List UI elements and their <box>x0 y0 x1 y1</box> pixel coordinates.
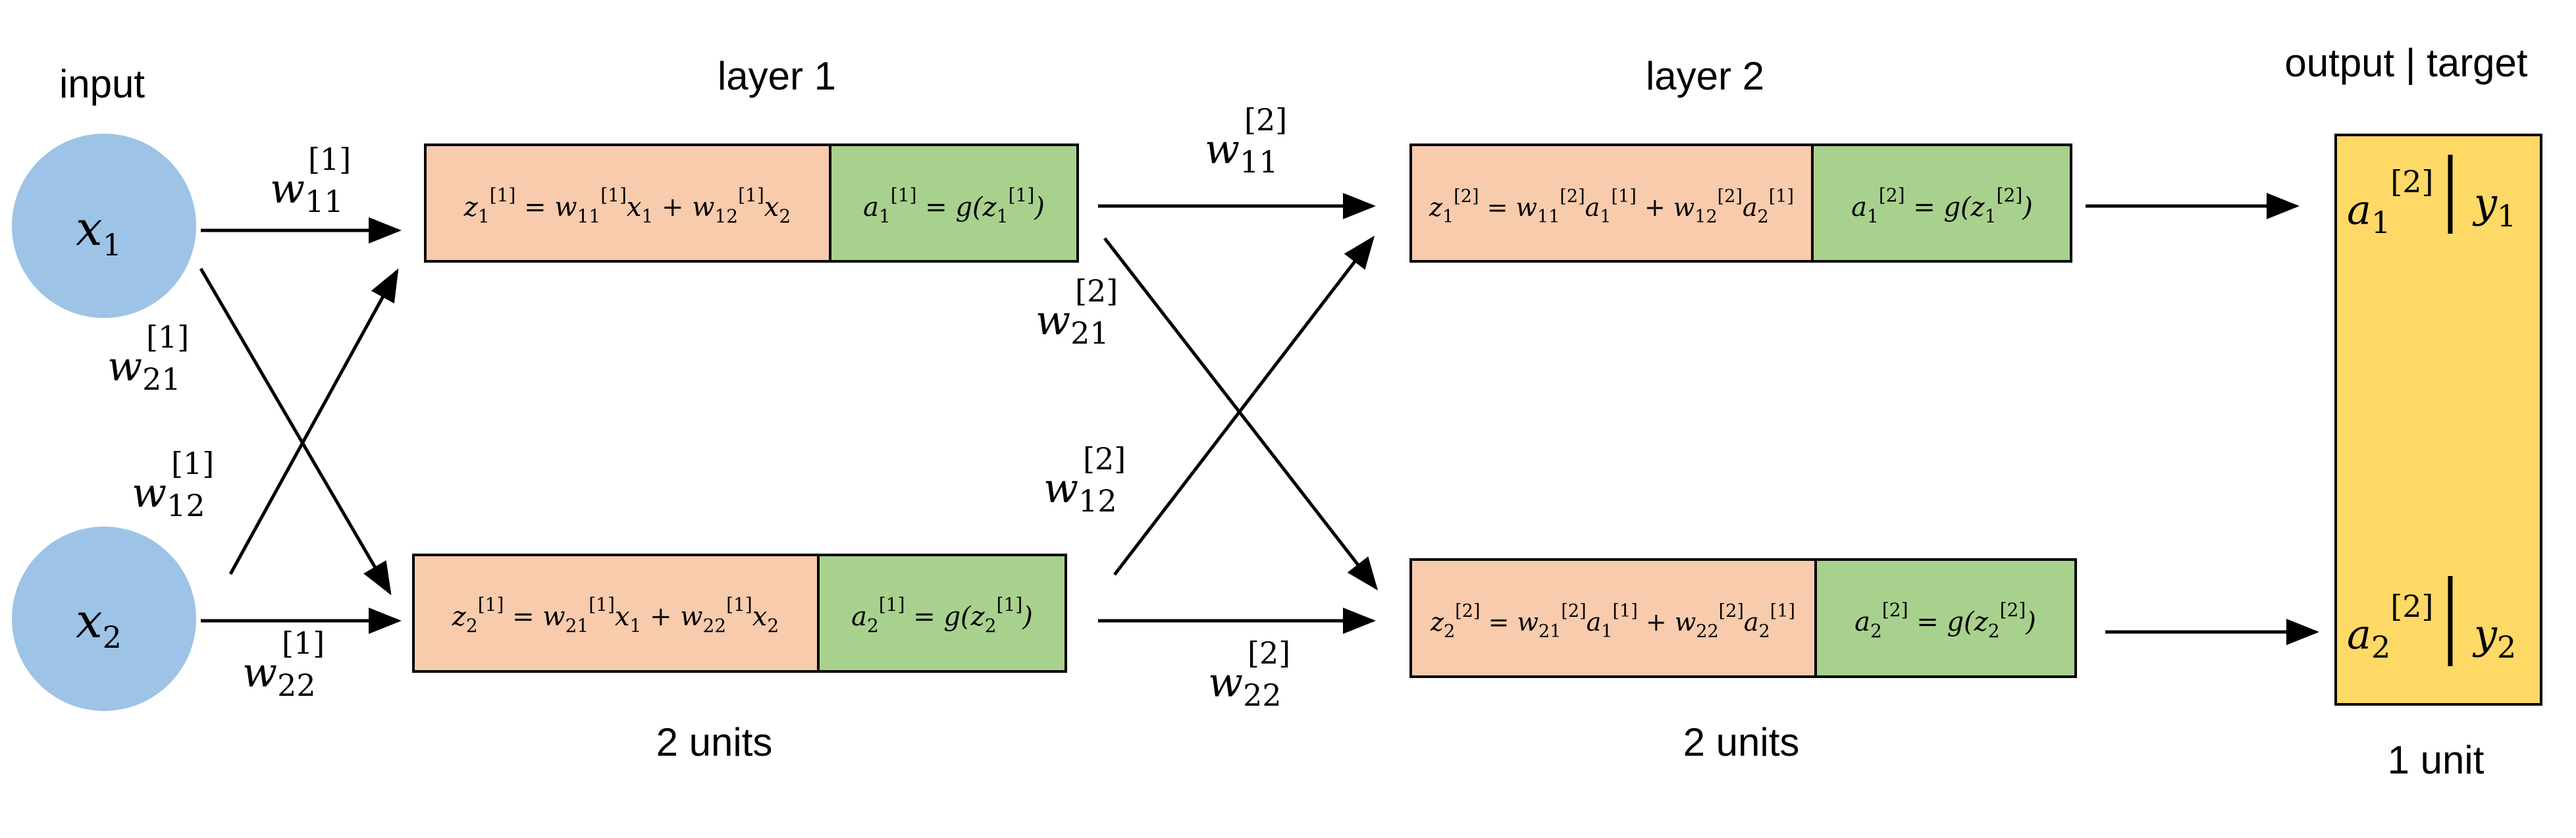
layer2-unit1-z-equation: z1[2] = w11[2]a1[1] + w12[2]a2[1] <box>1429 186 1794 227</box>
layer1-unit-1: z1[1] = w11[1]x1 + w12[1]x2 a1[1] = g(z1… <box>424 144 1079 263</box>
weight-w12-layer2: w12 [2] <box>1043 441 1126 519</box>
weight-w22-layer1: w22 [1] <box>242 625 325 703</box>
layer1-units-label: 2 units <box>656 720 773 764</box>
svg-text:[1]: [1] <box>171 446 214 481</box>
layer2-label: layer 2 <box>1646 54 1764 98</box>
layer2-unit-1: z1[2] = w11[2]a1[1] + w12[2]a2[1] a1[2] … <box>1409 144 2072 263</box>
input-label: input <box>59 62 145 106</box>
layer1-label: layer 1 <box>718 54 836 98</box>
edge-x2-h11 <box>228 268 399 575</box>
layer2-unit-2: z2[2] = w21[2]a1[1] + w22[2]a2[1] a2[2] … <box>1409 558 2077 678</box>
edge-h12-h21 <box>1113 236 1375 576</box>
weight-w21-layer2: w21 [2] <box>1036 273 1118 351</box>
output-box <box>2334 134 2542 706</box>
svg-text:[2]: [2] <box>1244 102 1287 138</box>
output-target-label: output | target <box>2284 41 2528 85</box>
weight-w12-layer1: w12 [1] <box>132 446 214 523</box>
weight-w22-layer2: w22 [2] <box>1208 635 1290 713</box>
weight-w11-layer2: w11 [2] <box>1205 102 1287 180</box>
svg-text:[1]: [1] <box>308 142 351 177</box>
layer1-unit-2: z2[1] = w21[1]x1 + w22[1]x2 a2[1] = g(z2… <box>412 554 1067 673</box>
svg-text:[2]: [2] <box>1075 273 1118 309</box>
input-x2-label: x2 <box>76 593 122 655</box>
output-units-label: 1 unit <box>2388 738 2484 782</box>
layer2-units-label: 2 units <box>1683 720 1800 764</box>
output-row-2: a2[2] y2 <box>2347 576 2516 666</box>
svg-text:[1]: [1] <box>146 319 189 355</box>
weight-w21-layer1: w21 [1] <box>107 319 189 397</box>
svg-text:[2]: [2] <box>1083 441 1126 477</box>
weight-w11-layer1: w11 [1] <box>270 142 351 219</box>
svg-text:[1]: [1] <box>282 625 325 661</box>
edge-x1-h12 <box>199 267 392 596</box>
svg-text:[2]: [2] <box>1248 635 1290 671</box>
input-node-x1 <box>12 134 196 318</box>
input-node-x2 <box>12 527 196 711</box>
target-y1-label: y1 <box>2472 179 2516 234</box>
